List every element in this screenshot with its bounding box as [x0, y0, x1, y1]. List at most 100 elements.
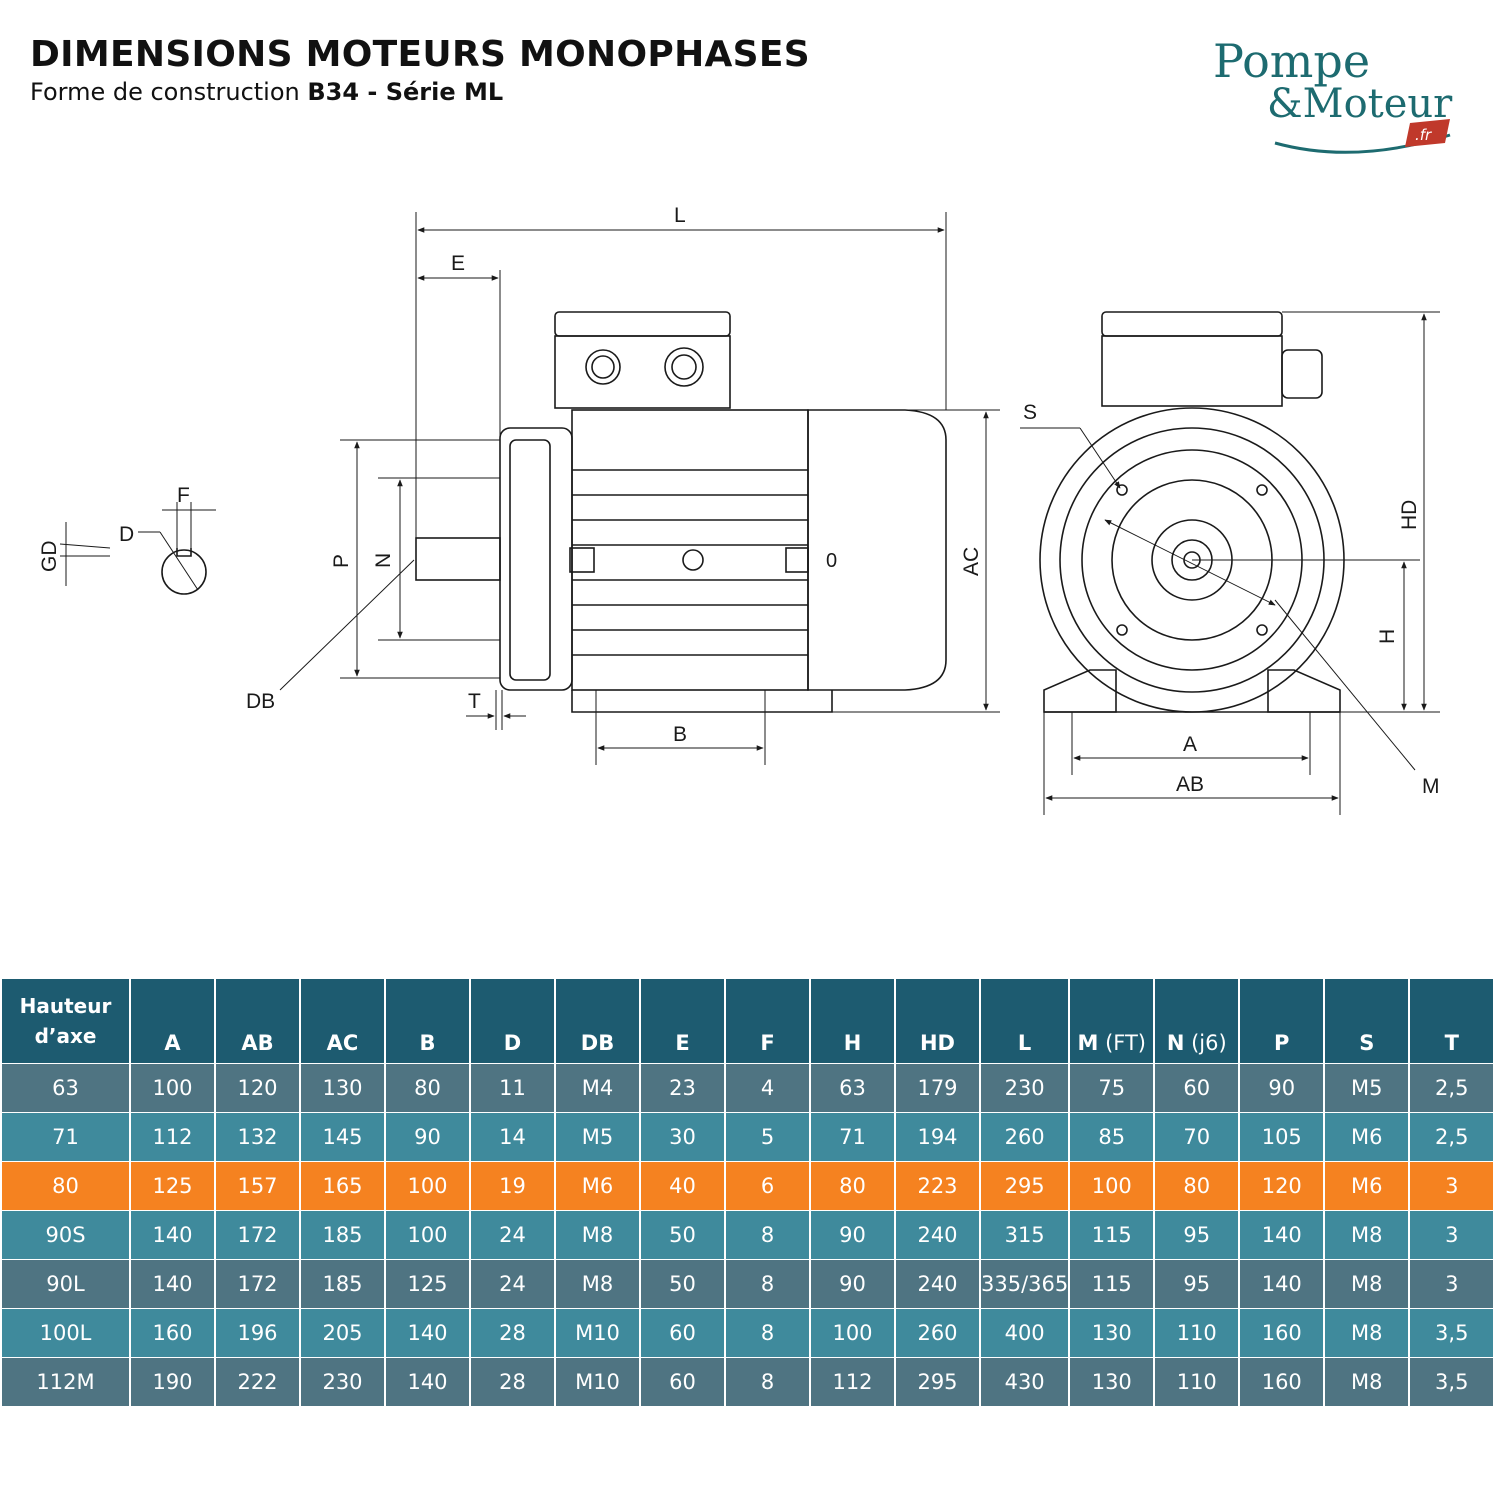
cell-s: M8	[1325, 1211, 1409, 1259]
header-col-t: T	[1410, 979, 1494, 1063]
front-dimensions	[1020, 311, 1440, 815]
cell-s: M5	[1325, 1064, 1409, 1112]
header-col-s: S	[1325, 979, 1409, 1063]
cell-m: 130	[1070, 1358, 1154, 1406]
cell-b: 125	[386, 1260, 469, 1308]
cell-d: 24	[471, 1260, 554, 1308]
header-col-hd: HD	[896, 979, 979, 1063]
cell-h: 80	[811, 1162, 894, 1210]
dimension-labels: L E F D GD P N DB T B AC S HD H A AB M	[38, 204, 1440, 798]
cell-m: 85	[1070, 1113, 1154, 1161]
header-hauteur-axe: Hauteur d’axe	[2, 979, 129, 1063]
header-col-label: B	[419, 1031, 436, 1055]
header-col-l: L	[981, 979, 1069, 1063]
cell-t: 2,5	[1410, 1113, 1494, 1161]
cell-db: M6	[556, 1162, 639, 1210]
cell-p: 120	[1240, 1162, 1324, 1210]
cell-t: 3	[1410, 1162, 1494, 1210]
cell-s: M8	[1325, 1260, 1409, 1308]
cell-hauteur-axe: 112M	[2, 1358, 129, 1406]
cell-a: 140	[131, 1211, 214, 1259]
label-gd: GD	[38, 541, 61, 573]
cell-ab: 157	[216, 1162, 299, 1210]
header-col-ac: AC	[301, 979, 384, 1063]
cell-m: 115	[1070, 1211, 1154, 1259]
cell-b: 140	[386, 1358, 469, 1406]
subtitle-bold: B34 - Série ML	[307, 78, 504, 106]
cell-l: 260	[981, 1113, 1069, 1161]
cell-p: 160	[1240, 1309, 1324, 1357]
cell-n: 60	[1155, 1064, 1239, 1112]
cell-n: 70	[1155, 1113, 1239, 1161]
header-col-label: AC	[326, 1031, 359, 1055]
cell-e: 60	[641, 1358, 724, 1406]
cell-hauteur-axe: 80	[2, 1162, 129, 1210]
cell-d: 14	[471, 1113, 554, 1161]
cell-ac: 230	[301, 1358, 384, 1406]
cell-e: 23	[641, 1064, 724, 1112]
cell-d: 28	[471, 1309, 554, 1357]
cell-h: 112	[811, 1358, 894, 1406]
cell-e: 60	[641, 1309, 724, 1357]
header-col-sub: (j6)	[1184, 1031, 1227, 1055]
cell-p: 90	[1240, 1064, 1324, 1112]
brand-logo: Pompe &Moteur .fr	[1213, 34, 1453, 154]
header-hauteur-line1: Hauteur	[19, 994, 112, 1018]
header-col-a: A	[131, 979, 214, 1063]
motor-side-view: 0	[415, 311, 947, 713]
header-col-p: P	[1240, 979, 1324, 1063]
cell-s: M6	[1325, 1113, 1409, 1161]
cell-ac: 145	[301, 1113, 384, 1161]
cell-t: 3	[1410, 1211, 1494, 1259]
header-col-h: H	[811, 979, 894, 1063]
header-col-label: P	[1274, 1031, 1290, 1055]
label-t: T	[468, 690, 481, 713]
label-o: 0	[826, 550, 837, 572]
cell-db: M8	[556, 1211, 639, 1259]
header-col-b: B	[386, 979, 469, 1063]
cell-n: 95	[1155, 1260, 1239, 1308]
header-col-label: L	[1017, 1031, 1032, 1055]
label-hd: HD	[1398, 500, 1421, 530]
motor-front-view	[1039, 311, 1345, 713]
header-col-db: DB	[556, 979, 639, 1063]
cell-l: 400	[981, 1309, 1069, 1357]
cell-e: 30	[641, 1113, 724, 1161]
label-db: DB	[246, 690, 275, 713]
cell-ab: 172	[216, 1260, 299, 1308]
cell-p: 160	[1240, 1358, 1324, 1406]
header-col-d: D	[471, 979, 554, 1063]
cell-a: 140	[131, 1260, 214, 1308]
shaft-key-detail	[59, 502, 216, 595]
cell-db: M5	[556, 1113, 639, 1161]
logo-line2: &Moteur	[1267, 81, 1453, 127]
header-col-label: E	[675, 1031, 690, 1055]
cell-ac: 130	[301, 1064, 384, 1112]
label-d: D	[119, 523, 134, 546]
cell-db: M4	[556, 1064, 639, 1112]
cell-ab: 196	[216, 1309, 299, 1357]
header-col-label: HD	[919, 1031, 955, 1055]
cell-h: 71	[811, 1113, 894, 1161]
side-dimensions	[279, 212, 1000, 765]
cell-h: 90	[811, 1260, 894, 1308]
cell-n: 110	[1155, 1358, 1239, 1406]
cell-h: 63	[811, 1064, 894, 1112]
cell-hauteur-axe: 100L	[2, 1309, 129, 1357]
cell-hd: 179	[896, 1064, 979, 1112]
cell-f: 8	[726, 1309, 809, 1357]
cell-p: 140	[1240, 1211, 1324, 1259]
header-col-label: H	[843, 1031, 862, 1055]
cell-l: 315	[981, 1211, 1069, 1259]
cell-hauteur-axe: 90S	[2, 1211, 129, 1259]
logo-tld: .fr	[1415, 126, 1432, 144]
header-col-label: AB	[241, 1031, 274, 1055]
subtitle-prefix: Forme de construction	[30, 78, 308, 106]
cell-ab: 120	[216, 1064, 299, 1112]
cell-a: 125	[131, 1162, 214, 1210]
cell-f: 5	[726, 1113, 809, 1161]
